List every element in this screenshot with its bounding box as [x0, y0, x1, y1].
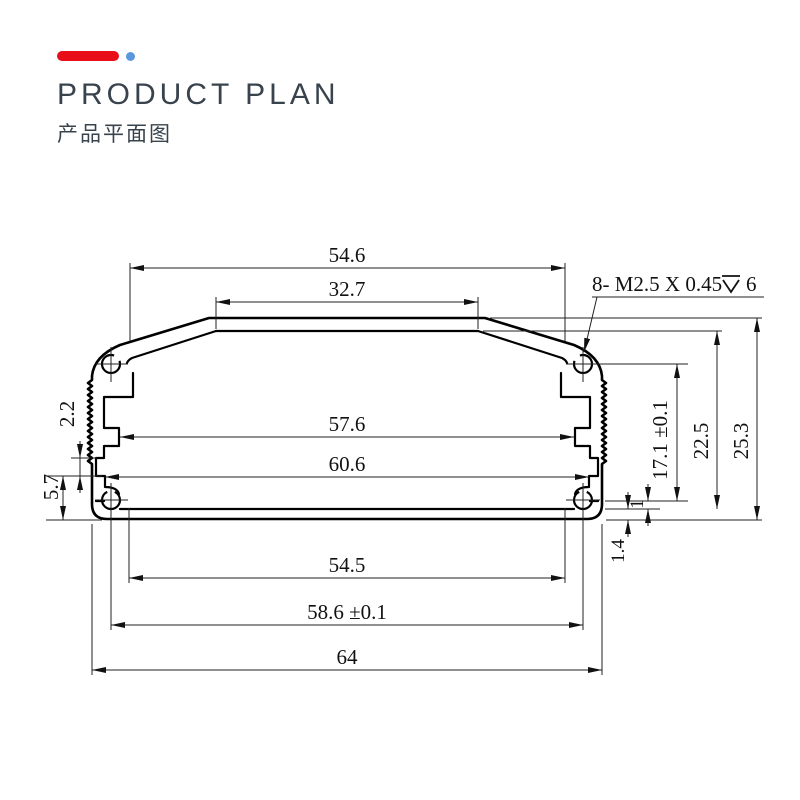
dim-boss-to-floor: 17.1 ±0.1	[648, 364, 680, 501]
thread-note-text: 8- M2.5 X 0.45	[592, 272, 722, 296]
page-subtitle: 产品平面图	[57, 123, 172, 146]
page-header: PRODUCT PLAN 产品平面图	[57, 50, 340, 148]
dim-label: 17.1 ±0.1	[648, 400, 672, 480]
dim-label: 64	[337, 645, 359, 669]
left-inner-slope	[125, 329, 218, 365]
brand-accent	[57, 50, 340, 62]
dim-overall-height: 25.3	[729, 318, 760, 520]
dim-label: 5.7	[39, 474, 63, 500]
thread-note: 8- M2.5 X 0.45 6	[583, 272, 764, 353]
dim-label: 58.6 ±0.1	[307, 600, 387, 624]
outer-contour	[86, 316, 608, 521]
dim-label: 1	[627, 499, 648, 509]
accent-dot-icon	[126, 51, 135, 61]
dim-bottom-bosses: 58.6 ±0.1	[111, 600, 583, 628]
extension-lines	[46, 263, 762, 675]
dim-label: 57.6	[329, 412, 366, 436]
right-inner-wall	[559, 371, 600, 496]
page-title: PRODUCT PLAN	[57, 78, 340, 111]
dim-mid-lower: 60.6	[105, 452, 589, 480]
note-leader	[583, 296, 598, 353]
dim-top-inner: 32.7	[216, 277, 478, 305]
accent-bar-icon	[57, 51, 119, 61]
dim-label: 54.5	[329, 553, 366, 577]
thread-note-depth: 6	[746, 272, 757, 296]
dim-label: 25.3	[729, 423, 753, 460]
boss-centerlines	[95, 347, 688, 630]
dim-label: 60.6	[329, 452, 366, 476]
left-inner-wall	[94, 371, 135, 496]
dim-top-outer: 54.6	[130, 243, 565, 271]
right-inner-slope	[476, 329, 569, 365]
dim-base-plate: 1.4	[608, 492, 631, 563]
dim-wall-lower: 5.7	[39, 474, 66, 520]
dim-mid-upper: 57.6	[120, 412, 574, 440]
dim-cavity-height: 22.5	[689, 331, 720, 509]
dim-bottom-inner: 54.5	[129, 553, 565, 581]
dim-groove: 2.2	[55, 401, 83, 493]
dim-overall-width: 64	[92, 645, 602, 673]
thread-depth-symbol-icon	[722, 275, 740, 294]
dim-label: 1.4	[608, 539, 629, 563]
dim-label: 54.6	[329, 243, 366, 267]
dim-label: 32.7	[329, 277, 366, 301]
dim-label: 2.2	[55, 401, 79, 427]
dim-label: 22.5	[689, 423, 713, 460]
dim-floor-step: 1	[627, 484, 651, 526]
